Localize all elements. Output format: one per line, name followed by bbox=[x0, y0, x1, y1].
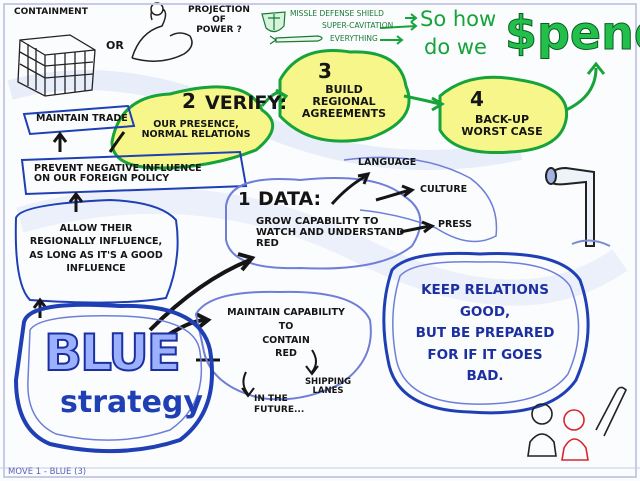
step-1-label: Data: bbox=[258, 188, 322, 210]
branch-culture: Culture bbox=[420, 184, 468, 195]
shipping-lanes-label: Shipping lanes bbox=[304, 377, 352, 397]
keep-relations-label: Keep Relations Good, but be prepared for… bbox=[415, 282, 555, 385]
step-2-label: Verify: bbox=[205, 92, 288, 114]
torpedo-icon bbox=[269, 35, 323, 45]
prevent-influence-label: Prevent negative influence on our foreig… bbox=[34, 163, 202, 185]
or-label: or bbox=[106, 39, 124, 52]
containment-label: Containment bbox=[14, 7, 88, 17]
contain-label: Maintain capability to contain red bbox=[227, 307, 345, 360]
step-4-number: 4 bbox=[470, 87, 484, 111]
step-4-text: Back-up Worst case bbox=[461, 113, 543, 139]
spend-label: $pend? bbox=[505, 6, 640, 60]
blue-title: BLUE bbox=[43, 324, 182, 382]
so-how-label: So how bbox=[420, 7, 497, 31]
periscope-icon bbox=[545, 166, 611, 247]
strategy-title: strategy bbox=[60, 385, 203, 420]
step-2-number: 2 bbox=[182, 89, 196, 113]
step-1-number: 1 bbox=[238, 189, 251, 210]
flexed-arm-icon bbox=[131, 2, 193, 62]
allow-influence-label: Allow their regionally influence, as lon… bbox=[29, 223, 163, 274]
branch-press: Press bbox=[438, 219, 473, 230]
projection-of-power-label: Projection of Power ? bbox=[188, 5, 250, 35]
in-the-future-label: In the future... bbox=[254, 394, 305, 415]
maintain-trade-box bbox=[22, 104, 136, 136]
step-2-text: Our presence, Normal relations bbox=[141, 119, 251, 141]
step-1-text: Grow capability to watch and understand … bbox=[256, 216, 405, 249]
step-3-number: 3 bbox=[318, 59, 332, 83]
maintain-trade-label: Maintain trade bbox=[36, 113, 128, 124]
cage-icon bbox=[17, 34, 96, 97]
figures-icon bbox=[527, 386, 627, 461]
do-we-label: do we bbox=[424, 35, 487, 59]
branch-language: Language bbox=[358, 157, 417, 168]
tech-item-2: Super-Cavitation bbox=[322, 21, 394, 30]
tech-item-3: Everything bbox=[330, 34, 378, 43]
tech-item-1: Missle Defense Shield bbox=[290, 9, 384, 18]
footer-label: Move 1 - Blue (3) bbox=[8, 467, 87, 477]
prevent-box bbox=[20, 150, 248, 196]
missile-shield-icon bbox=[261, 11, 286, 33]
step-3-text: Build Regional Agreements bbox=[301, 83, 387, 121]
